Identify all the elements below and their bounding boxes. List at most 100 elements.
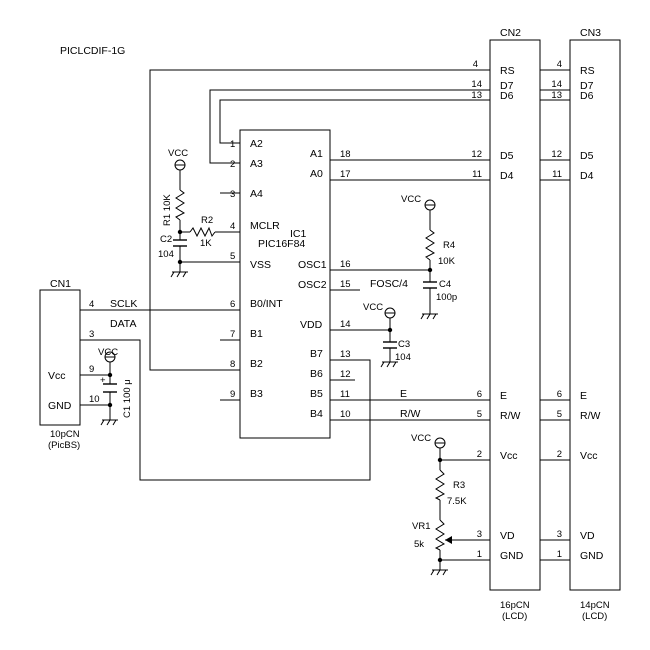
vcc-label: VCC (401, 194, 421, 205)
junction-dot (107, 402, 113, 408)
junction-dot (437, 557, 443, 563)
cn2-pin-num: 13 (471, 90, 482, 101)
r1-label: R1 10K (162, 194, 173, 226)
cn3-pin-name: RS (580, 65, 595, 77)
cn3-pin-name: D4 (580, 170, 594, 182)
cn2-desc: (LCD) (502, 611, 527, 622)
ic1-pin-name: B5 (310, 388, 323, 400)
cn2-pin-num: 11 (472, 169, 482, 180)
cn2-pin-num: 2 (477, 449, 482, 460)
vr1-wiper-arrow (445, 536, 452, 544)
cn2-pin-name: D7 (500, 80, 514, 92)
cn3-pin-num: 11 (552, 169, 562, 180)
ic1-pin-num: 1 (230, 139, 235, 150)
cn1-ref: CN1 (50, 278, 71, 290)
ic1-pin-name: B2 (250, 358, 263, 370)
junction-dot (107, 372, 113, 378)
ic1-pin-name: B3 (250, 388, 263, 400)
ic1-pin-num: 12 (340, 369, 351, 380)
c4-value: 100p (436, 292, 457, 303)
junction-dot (177, 229, 183, 235)
cn1-desc: 10pCN (50, 429, 80, 440)
cn2-pin-name: Vcc (500, 450, 518, 462)
ic1-pin-name: A1 (310, 148, 323, 160)
cn2-pin-name: VD (500, 530, 515, 542)
r4-label: R4 (443, 240, 455, 251)
ic1-pin-name: B7 (310, 348, 323, 360)
vr1-resistor (434, 519, 446, 551)
junctions (107, 229, 443, 563)
ic1-pin-num: 8 (230, 359, 235, 370)
cn1-pin-name: GND (48, 400, 72, 412)
ic1-pin-name: B0/INT (250, 298, 283, 310)
ic1-pin-num: 7 (230, 329, 235, 340)
ground-symbols (100, 271, 448, 576)
cn1-pin-num: 10 (89, 394, 100, 405)
ic1-ref: IC1 (290, 228, 307, 240)
wires (80, 69, 570, 570)
vcc-label: VCC (168, 148, 188, 159)
ic1-pin-name: A4 (250, 188, 263, 200)
cn3-pin-name: GND (580, 550, 604, 562)
cn2-body (489, 39, 541, 591)
cn2-pin-name: RS (500, 65, 515, 77)
ic1-pin-num: 4 (230, 221, 235, 232)
ic1-pin-name: VDD (300, 319, 323, 331)
cn3-desc: 14pCN (580, 600, 610, 611)
cn2-pin-name: D5 (500, 150, 514, 162)
vcc-label: VCC (411, 433, 431, 444)
cn3-desc: (LCD) (582, 611, 607, 622)
ground-icon (100, 419, 118, 426)
ic1-pin-name: MCLR (250, 220, 280, 232)
ic1-pin-num: 18 (340, 149, 351, 160)
c1-label: C1 100 μ (122, 379, 133, 418)
ic1-pin-name: VSS (250, 259, 271, 271)
ic1-pin-name: OSC1 (298, 259, 327, 271)
cn1-signal: DATA (110, 318, 136, 330)
cn2-pins: 4 RS 14 D7 13 D6 12 D5 11 D4 6 E 5 R/W 2… (471, 59, 523, 562)
r3-value: 7.5K (447, 496, 467, 507)
ic1-pin-name: A0 (310, 168, 323, 180)
cn3-pin-name: Vcc (580, 450, 598, 462)
r1-resistor (175, 189, 186, 221)
ic1-pin-num: 5 (230, 251, 235, 262)
r3-label: R3 (453, 480, 465, 491)
junction-dot (387, 327, 393, 333)
cn3-pin-num: 12 (551, 149, 562, 160)
cn2-pin-num: 12 (471, 149, 482, 160)
ic1-pin-num: 14 (340, 319, 351, 330)
ground-icon (430, 569, 448, 576)
ic1-pin-num: 10 (340, 409, 351, 420)
ic1-pin-num: 9 (230, 389, 235, 400)
cn3-pin-num: 13 (551, 90, 562, 101)
cn1-pin-name: Vcc (48, 370, 66, 382)
schematic-title: PICLCDIF-1G (60, 45, 125, 57)
ic1-pin-name: OSC2 (298, 279, 327, 291)
junction-dot (437, 457, 443, 463)
cn2-pin-name: R/W (500, 410, 521, 422)
cn3-pin-name: D5 (580, 150, 594, 162)
cn1-signal: SCLK (110, 298, 137, 310)
cn1-pin-num: 4 (89, 299, 94, 310)
r4-value: 10K (438, 256, 456, 267)
signal-rw: R/W (400, 408, 421, 420)
ic1-pin-name: B6 (310, 368, 323, 380)
cn3-pin-num: 14 (551, 79, 562, 90)
ground-icon (420, 313, 438, 320)
cn2-pin-num: 1 (477, 549, 482, 560)
cn2-desc: 16pCN (500, 600, 530, 611)
vcc-label: VCC (98, 347, 118, 358)
ic1-pin-num: 17 (340, 169, 351, 180)
r2-label: R2 (201, 215, 213, 226)
cn3-pin-name: VD (580, 530, 595, 542)
ic1-pin-name: B1 (250, 328, 263, 340)
c4-label: C4 (439, 279, 451, 290)
junction-dot (177, 259, 183, 265)
cn3-pin-num: 2 (557, 449, 562, 460)
wire-rs (149, 69, 490, 371)
cn3-pin-num: 3 (557, 529, 562, 540)
cn2-pin-name: D6 (500, 90, 514, 102)
c2-value: 104 (158, 249, 174, 260)
cn3-pin-num: 6 (557, 389, 562, 400)
